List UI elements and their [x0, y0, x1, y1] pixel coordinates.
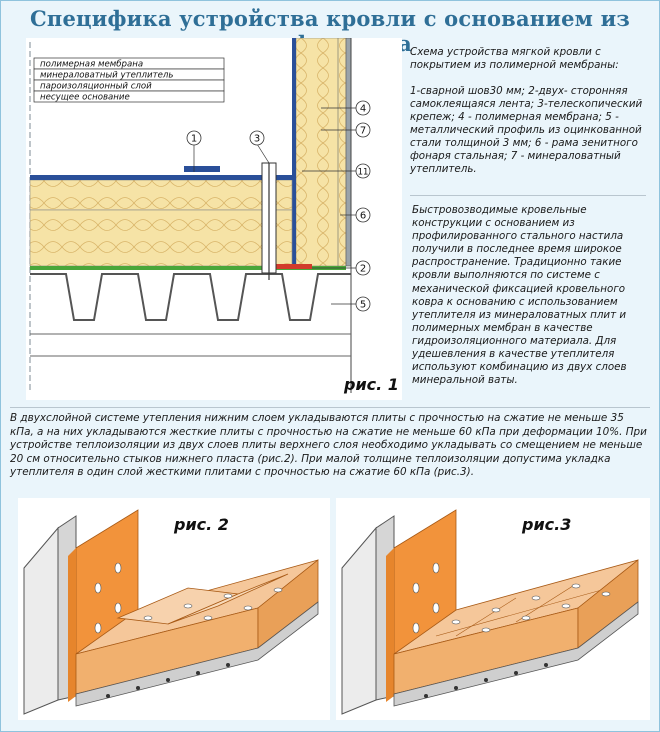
vertical-insulation: [295, 38, 347, 267]
figure-1-diagram: 1 3 4 7 11 6 2 5 полимерная мембрана мин…: [26, 38, 402, 400]
callout-7: [355, 122, 371, 138]
svg-text:3: 3: [254, 134, 260, 145]
callout-11: [355, 163, 371, 179]
callout-6: [355, 207, 371, 223]
svg-text:7: 7: [360, 126, 366, 137]
vapour-barrier: [30, 266, 346, 270]
legend-base: несущее основание: [40, 93, 130, 103]
svg-text:2: 2: [360, 264, 366, 275]
scheme-description: Схема устройства мягкой кровли с покрыти…: [410, 46, 646, 176]
scheme-legend-text: 1-сварной шов30 мм; 2-двух- сторонняя са…: [410, 85, 643, 175]
figure-3-diagram: рис.3: [336, 498, 650, 720]
figure-1-caption: рис. 1: [343, 375, 399, 394]
svg-text:4: 4: [360, 104, 366, 115]
steel-frame: [345, 38, 352, 267]
svg-text:6: 6: [360, 211, 366, 222]
roof-construction-text: Быстровозводимые кровельные конструкции …: [412, 204, 627, 387]
profiled-deck: [30, 273, 351, 321]
callout-3: [249, 130, 265, 146]
roof-membrane: [30, 175, 296, 180]
svg-text:5: 5: [360, 300, 366, 311]
legend-membrane: полимерная мембрана: [40, 60, 143, 70]
layer-legend: полимерная мембрана минераловатный утепл…: [33, 57, 225, 103]
vertical-membrane: [292, 38, 296, 266]
separator-bottom: [10, 407, 650, 408]
upper-insulation-layer: [29, 179, 293, 211]
separator-right: [410, 195, 646, 196]
figure-2-diagram: рис. 2: [18, 498, 330, 720]
svg-text:1: 1: [191, 134, 197, 145]
legend-mineral-wool: минераловатный утеплитель: [40, 71, 173, 81]
figure-2-caption: рис. 2: [173, 515, 229, 534]
double-sided-tape: [276, 264, 312, 269]
scheme-heading: Схема устройства мягкой кровли с покрыти…: [410, 46, 619, 71]
figure-3-caption: рис.3: [521, 515, 571, 534]
steel-deck: [393, 601, 639, 707]
callout-5: [355, 296, 371, 312]
callout-1: [186, 130, 202, 146]
svg-text:11: 11: [358, 168, 369, 178]
steel-deck: [75, 601, 319, 707]
welded-seam: [184, 166, 220, 172]
insulation-description: В двухслойной системе утепления нижним с…: [10, 412, 647, 479]
legend-vapour-barrier: пароизоляционный слой: [40, 82, 152, 92]
callout-4: [355, 100, 371, 116]
callout-2: [355, 260, 371, 276]
lower-insulation-layer: [29, 209, 293, 267]
